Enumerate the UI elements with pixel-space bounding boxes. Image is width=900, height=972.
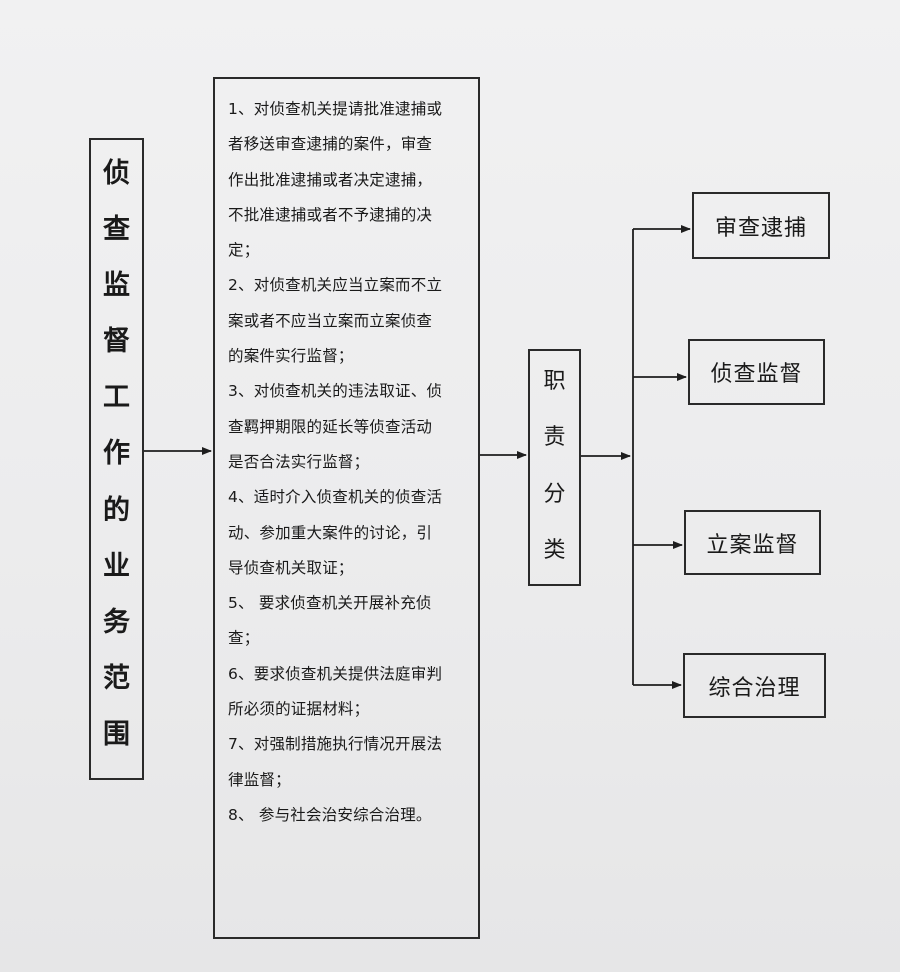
scope-title-char: 监 [103, 270, 130, 302]
category-label: 立案监督 [706, 532, 799, 558]
duty-classification-char: 职 [543, 369, 566, 394]
scope-title-char: 侦 [103, 158, 130, 189]
duty-line: 6、要求侦查机关提供法庭审判 [228, 664, 443, 683]
duties-list-box: 1、对侦查机关提请批准逮捕或 者移送审查逮捕的案件，审查 作出批准逮捕或者决定逮… [213, 77, 480, 939]
duty-line: 查； [228, 629, 260, 648]
duty-classification-char: 责 [543, 425, 566, 451]
duty-line: 不批准逮捕或者不予逮捕的决 [228, 205, 433, 224]
category-box-investigation-supervision: 侦查监督 [688, 339, 825, 405]
duty-line: 4、适时介入侦查机关的侦查活 [228, 488, 443, 507]
duty-line: 8、 参与社会治安综合治理。 [228, 805, 432, 824]
duty-line: 导侦查机关取证； [228, 558, 354, 577]
duty-classification-char: 分 [543, 481, 566, 507]
duty-line: 者移送审查逮捕的案件，审查 [228, 135, 433, 154]
scope-title-char: 工 [103, 382, 130, 414]
duty-classification-char: 类 [543, 537, 566, 563]
scope-title-char: 范 [103, 662, 130, 694]
category-box-comprehensive-governance: 综合治理 [683, 653, 826, 718]
duty-line: 律监督； [228, 770, 291, 789]
duty-line: 定； [228, 241, 260, 260]
duty-classification-box: 职 责 分 类 [528, 349, 581, 586]
duty-line: 动、参加重大案件的讨论，引 [228, 523, 433, 542]
scope-title-char: 业 [103, 550, 130, 582]
duty-line: 1、对侦查机关提请批准逮捕或 [228, 100, 443, 118]
duty-line: 7、对强制措施执行情况开展法 [228, 735, 443, 754]
duty-line: 作出批准逮捕或者决定逮捕， [228, 170, 433, 189]
scope-title-char: 查 [103, 214, 130, 246]
scope-title-char: 务 [103, 606, 130, 638]
duty-line: 所必须的证据材料； [228, 700, 370, 719]
duty-line: 是否合法实行监督； [228, 452, 370, 471]
duty-line: 5、 要求侦查机关开展补充侦 [228, 594, 432, 613]
scope-title-char: 围 [103, 718, 130, 750]
category-label: 侦查监督 [710, 362, 803, 387]
duty-line: 的案件实行监督； [228, 347, 354, 366]
duty-line: 案或者不应当立案而立案侦查 [228, 311, 433, 330]
category-box-case-filing-supervision: 立案监督 [684, 510, 821, 575]
scope-title-char: 作 [103, 438, 130, 470]
category-box-review-arrest: 审查逮捕 [692, 192, 830, 259]
duty-line: 2、对侦查机关应当立案而不立 [228, 276, 443, 295]
duty-line: 查羁押期限的延长等侦查活动 [228, 417, 433, 436]
category-label: 审查逮捕 [714, 215, 807, 241]
category-label: 综合治理 [708, 675, 801, 701]
scope-title-char: 督 [103, 326, 130, 358]
scope-title-char: 的 [103, 494, 130, 526]
scope-title-box: 侦 查 监 督 工 作 的 业 务 范 围 [89, 138, 144, 780]
duty-line: 3、对侦查机关的违法取证、侦 [228, 382, 443, 401]
